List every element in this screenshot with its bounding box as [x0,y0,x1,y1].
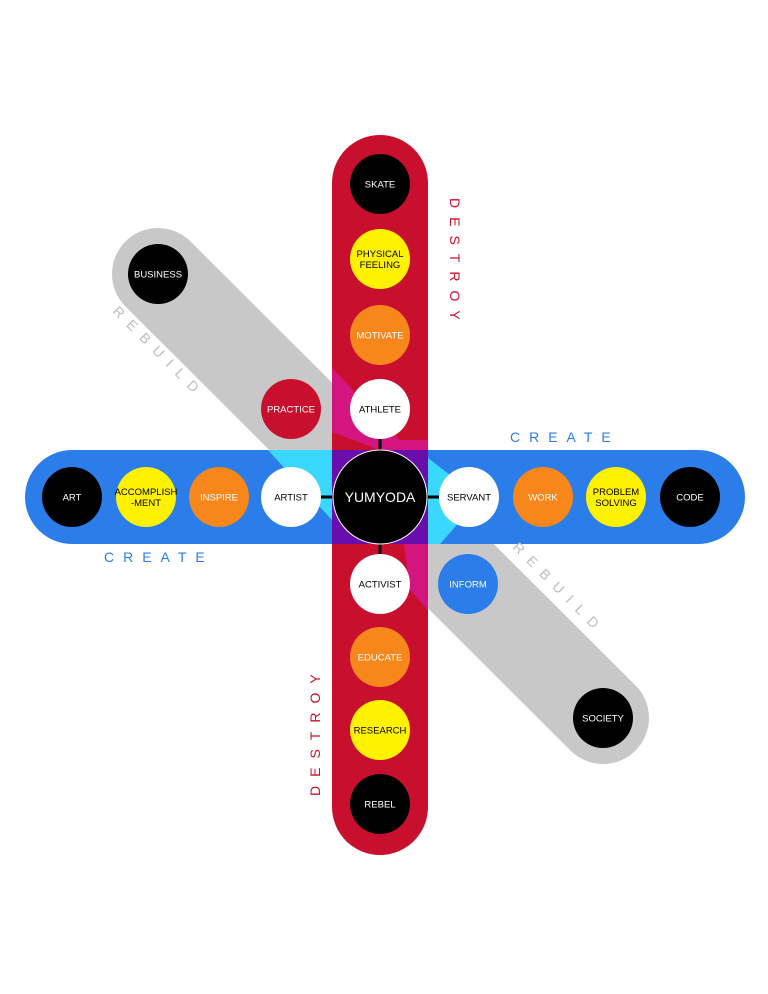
node-label-line: PRACTICE [267,405,315,416]
node-society-label: SOCIETY [582,714,624,725]
node-educate: EDUCATE [350,627,410,687]
node-research-label: RESEARCH [354,726,407,737]
node-code-label: CODE [676,493,703,504]
node-business: BUSINESS [128,244,188,304]
node-art: ART [42,467,102,527]
node-label-line: ACTIVIST [359,580,402,591]
node-rebel: REBEL [350,774,410,834]
node-rebel-label: REBEL [364,800,395,811]
node-label-line: BUSINESS [134,270,182,281]
node-label-line: CODE [676,493,703,504]
node-artist-label: ARTIST [274,493,308,504]
center-label: YUMYODA [345,489,416,505]
node-label-line: FEELING [360,260,401,271]
create-left-label: CREATE [104,549,214,565]
node-label-line: PROBLEM [593,487,640,498]
node-motivate: MOTIVATE [350,305,410,365]
node-servant: SERVANT [439,467,499,527]
node-label-line: WORK [528,493,558,504]
center-connectors [319,437,441,556]
node-inspire-label: INSPIRE [200,493,238,504]
node-label-line: SERVANT [447,493,491,504]
node-label-line: SOLVING [595,498,637,509]
node-label-line: ACCOMPLISH [115,487,178,498]
node-inform: INFORM [438,554,498,614]
node-athlete: ATHLETE [350,379,410,439]
node-art-label: ART [63,493,82,504]
node-activist: ACTIVIST [350,554,410,614]
node-label-line: SOCIETY [582,714,624,725]
node-label-line: RESEARCH [354,726,407,737]
node-inform-label: INFORM [449,580,487,591]
node-society: SOCIETY [573,688,633,748]
node-label-line: ARTIST [274,493,308,504]
node-business-label: BUSINESS [134,270,182,281]
node-research: RESEARCH [350,700,410,760]
node-servant-label: SERVANT [447,493,491,504]
destroy-top-label: DESTROY [447,198,463,329]
node-accomplishment-label: ACCOMPLISH-MENT [115,487,178,509]
node-label-line: MOTIVATE [356,331,403,342]
node-label-line: ART [63,493,82,504]
node-artist: ARTIST [261,467,321,527]
node-work: WORK [513,467,573,527]
node-athlete-label: ATHLETE [359,405,401,416]
node-skate: SKATE [350,154,410,214]
node-label-line: PHYSICAL [357,249,404,260]
node-label-line: EDUCATE [358,653,403,664]
node-skate-label: SKATE [365,180,395,191]
destroy-bottom-label: DESTROY [307,665,323,796]
node-label-line: SKATE [365,180,395,191]
node-label-line: INFORM [449,580,487,591]
node-motivate-label: MOTIVATE [356,331,403,342]
node-label-line: INSPIRE [200,493,238,504]
node-label-line: ATHLETE [359,405,401,416]
node-accomplishment: ACCOMPLISH-MENT [115,467,178,527]
node-code: CODE [660,467,720,527]
node-label-line: REBEL [364,800,395,811]
node-educate-label: EDUCATE [358,653,403,664]
node-practice-label: PRACTICE [267,405,315,416]
node-work-label: WORK [528,493,558,504]
node-practice: PRACTICE [261,379,321,439]
center-node: YUMYODA [332,449,428,545]
node-activist-label: ACTIVIST [359,580,402,591]
node-inspire: INSPIRE [189,467,249,527]
create-right-label: CREATE [510,429,620,445]
node-label-line: -MENT [131,498,161,509]
